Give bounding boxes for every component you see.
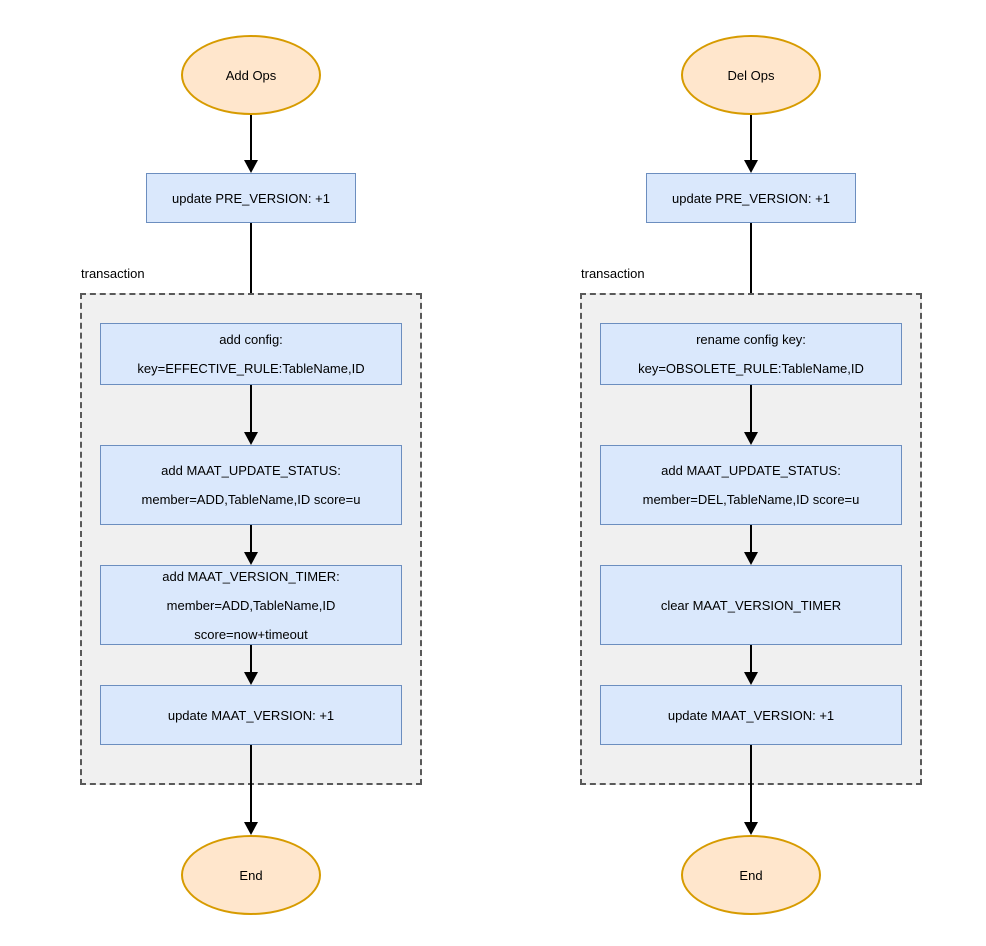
transaction-label-del: transaction <box>581 266 645 281</box>
terminal-label: End <box>239 867 263 883</box>
terminal-add-ops: Add Ops <box>181 35 321 115</box>
terminal-end-add: End <box>181 835 321 915</box>
terminal-label: Del Ops <box>727 67 775 83</box>
process-add-maat-update-status-del: add MAAT_UPDATE_STATUS: member=DEL,Table… <box>600 445 902 525</box>
step-line: member=ADD,TableName,ID score=u <box>141 492 361 507</box>
arrow-add-4 <box>244 525 258 565</box>
step-line: add MAAT_VERSION_TIMER: <box>162 568 340 584</box>
step-line: member=DEL,TableName,ID score=u <box>642 492 860 507</box>
step-line: rename config key: <box>696 332 806 347</box>
arrow-add-1 <box>244 115 258 173</box>
arrow-del-6 <box>744 745 758 835</box>
process-update-pre-version-add: update PRE_VERSION: +1 <box>146 173 356 223</box>
arrow-del-5 <box>744 645 758 685</box>
arrow-add-5 <box>244 645 258 685</box>
step-line: add MAAT_UPDATE_STATUS: <box>161 463 341 478</box>
step-line: update PRE_VERSION: +1 <box>672 190 830 206</box>
process-clear-maat-version-timer: clear MAAT_VERSION_TIMER <box>600 565 902 645</box>
arrow-del-1 <box>744 115 758 173</box>
process-add-maat-update-status: add MAAT_UPDATE_STATUS: member=ADD,Table… <box>100 445 402 525</box>
step-line: member=ADD,TableName,ID <box>166 597 336 613</box>
step-line: update MAAT_VERSION: +1 <box>667 707 835 723</box>
process-rename-config-key: rename config key: key=OBSOLETE_RULE:Tab… <box>600 323 902 385</box>
process-update-maat-version-del: update MAAT_VERSION: +1 <box>600 685 902 745</box>
step-line: clear MAAT_VERSION_TIMER <box>660 597 842 613</box>
step-line: key=OBSOLETE_RULE:TableName,ID <box>638 361 864 376</box>
step-line: add MAAT_UPDATE_STATUS: <box>661 463 841 478</box>
step-line: score=now+timeout <box>194 626 308 642</box>
arrow-add-6 <box>244 745 258 835</box>
arrow-add-3 <box>244 385 258 445</box>
step-line: update PRE_VERSION: +1 <box>172 190 330 206</box>
terminal-del-ops: Del Ops <box>681 35 821 115</box>
step-line: update MAAT_VERSION: +1 <box>167 707 335 723</box>
process-add-config: add config: key=EFFECTIVE_RULE:TableName… <box>100 323 402 385</box>
terminal-label: End <box>739 867 763 883</box>
process-update-maat-version-add: update MAAT_VERSION: +1 <box>100 685 402 745</box>
process-update-pre-version-del: update PRE_VERSION: +1 <box>646 173 856 223</box>
terminal-label: Add Ops <box>225 67 277 83</box>
arrow-del-4 <box>744 525 758 565</box>
terminal-end-del: End <box>681 835 821 915</box>
transaction-label-add: transaction <box>81 266 145 281</box>
step-line: add config: <box>219 332 283 347</box>
step-line: key=EFFECTIVE_RULE:TableName,ID <box>137 361 365 376</box>
arrow-del-3 <box>744 385 758 445</box>
process-add-maat-version-timer: add MAAT_VERSION_TIMER: member=ADD,Table… <box>100 565 402 645</box>
